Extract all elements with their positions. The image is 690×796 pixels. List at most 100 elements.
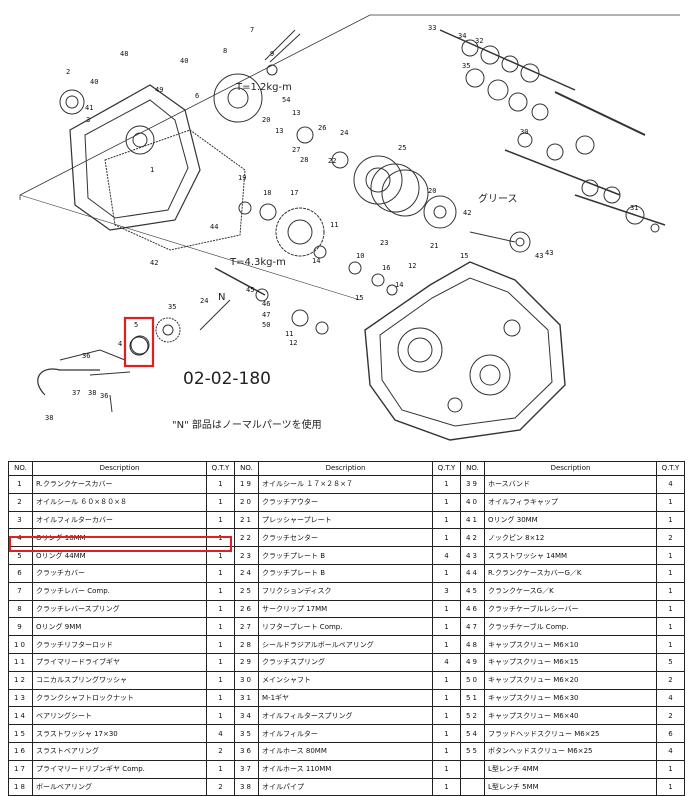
header-qty: Q.T.Y [432, 461, 461, 476]
part-description: R.クランクケースカバー [32, 475, 207, 494]
part-number: 20 [234, 492, 259, 512]
part-number: 31 [234, 688, 259, 708]
part-number: 24 [234, 563, 259, 583]
part-description: ボタンヘッドスクリュー M6×25 [484, 741, 657, 761]
svg-text:46: 46 [262, 300, 270, 308]
part-number: 1 [8, 475, 33, 494]
part-description: キャップスクリュー M6×10 [484, 635, 657, 654]
svg-text:35: 35 [462, 62, 470, 70]
part-quantity: 4 [206, 724, 235, 743]
svg-text:3: 3 [86, 116, 90, 124]
svg-text:43: 43 [535, 252, 543, 260]
part-quantity: 1 [656, 563, 685, 583]
svg-text:10: 10 [356, 252, 364, 260]
svg-text:5: 5 [134, 321, 138, 329]
part-quantity: 2 [656, 528, 685, 548]
header-no: NO. [8, 461, 33, 476]
svg-text:43: 43 [545, 249, 553, 257]
svg-text:18: 18 [263, 189, 271, 197]
svg-text:49: 49 [155, 86, 163, 94]
part-quantity: 1 [432, 510, 461, 530]
svg-text:38: 38 [88, 389, 96, 397]
part-number: 10 [8, 635, 33, 654]
part-quantity: 1 [206, 670, 235, 690]
svg-text:38: 38 [45, 414, 53, 422]
svg-text:16: 16 [382, 264, 390, 272]
torque-label-1: T=1.2kg-m [235, 82, 292, 93]
part-number: 36 [234, 741, 259, 761]
header-no: NO. [234, 461, 259, 476]
header-description: Description [484, 461, 657, 476]
part-description: シールドラジアルボールベアリング [258, 635, 433, 654]
svg-text:11: 11 [330, 221, 338, 229]
part-number: 43 [460, 546, 485, 565]
svg-text:37: 37 [72, 389, 80, 397]
part-quantity: 1 [432, 724, 461, 743]
part-description: スラストベアリング [32, 741, 207, 761]
part-number: 37 [234, 759, 259, 779]
normal-parts-note: "N" 部品はノーマルパーツを使用 [172, 418, 322, 431]
part-quantity: 1 [206, 688, 235, 708]
header-qty: Q.T.Y [656, 461, 685, 476]
part-quantity: 1 [432, 528, 461, 548]
svg-text:34: 34 [458, 32, 466, 40]
part-description: クラッチプレート B [258, 563, 433, 583]
part-description: クランクシャフトロックナット [32, 688, 207, 708]
svg-text:4: 4 [118, 340, 122, 348]
part-number: 40 [460, 492, 485, 512]
part-description: スラストワッシャ 17×30 [32, 724, 207, 743]
part-description: Oリング 9MM [32, 617, 207, 637]
part-quantity: 4 [656, 688, 685, 708]
part-description: オイルフィルタースプリング [258, 706, 433, 726]
part-number: 13 [8, 688, 33, 708]
svg-text:22: 22 [328, 157, 336, 165]
svg-text:1: 1 [150, 166, 154, 174]
part-number: 3 [8, 510, 33, 530]
part-quantity: 1 [206, 617, 235, 637]
svg-text:9: 9 [270, 50, 274, 58]
svg-text:28: 28 [300, 156, 308, 164]
part-number: 8 [8, 599, 33, 619]
svg-text:8: 8 [223, 47, 227, 55]
part-description: キャップスクリュー M6×30 [484, 688, 657, 708]
part-description: オイルシール １７×２８×７ [258, 475, 433, 494]
part-number: 46 [460, 599, 485, 619]
part-number: 35 [234, 724, 259, 743]
part-description: メインシャフト [258, 670, 433, 690]
part-quantity: 1 [206, 599, 235, 619]
part-quantity: 2 [656, 670, 685, 690]
part-number: 52 [460, 706, 485, 726]
svg-text:20: 20 [428, 187, 436, 195]
part-quantity: 5 [656, 652, 685, 672]
svg-text:42: 42 [150, 259, 158, 267]
svg-text:33: 33 [428, 24, 436, 32]
part-quantity: 1 [432, 563, 461, 583]
part-number: 27 [234, 617, 259, 637]
part-quantity: 1 [206, 635, 235, 654]
part-description: R.クランクケースカバーG／K [484, 563, 657, 583]
